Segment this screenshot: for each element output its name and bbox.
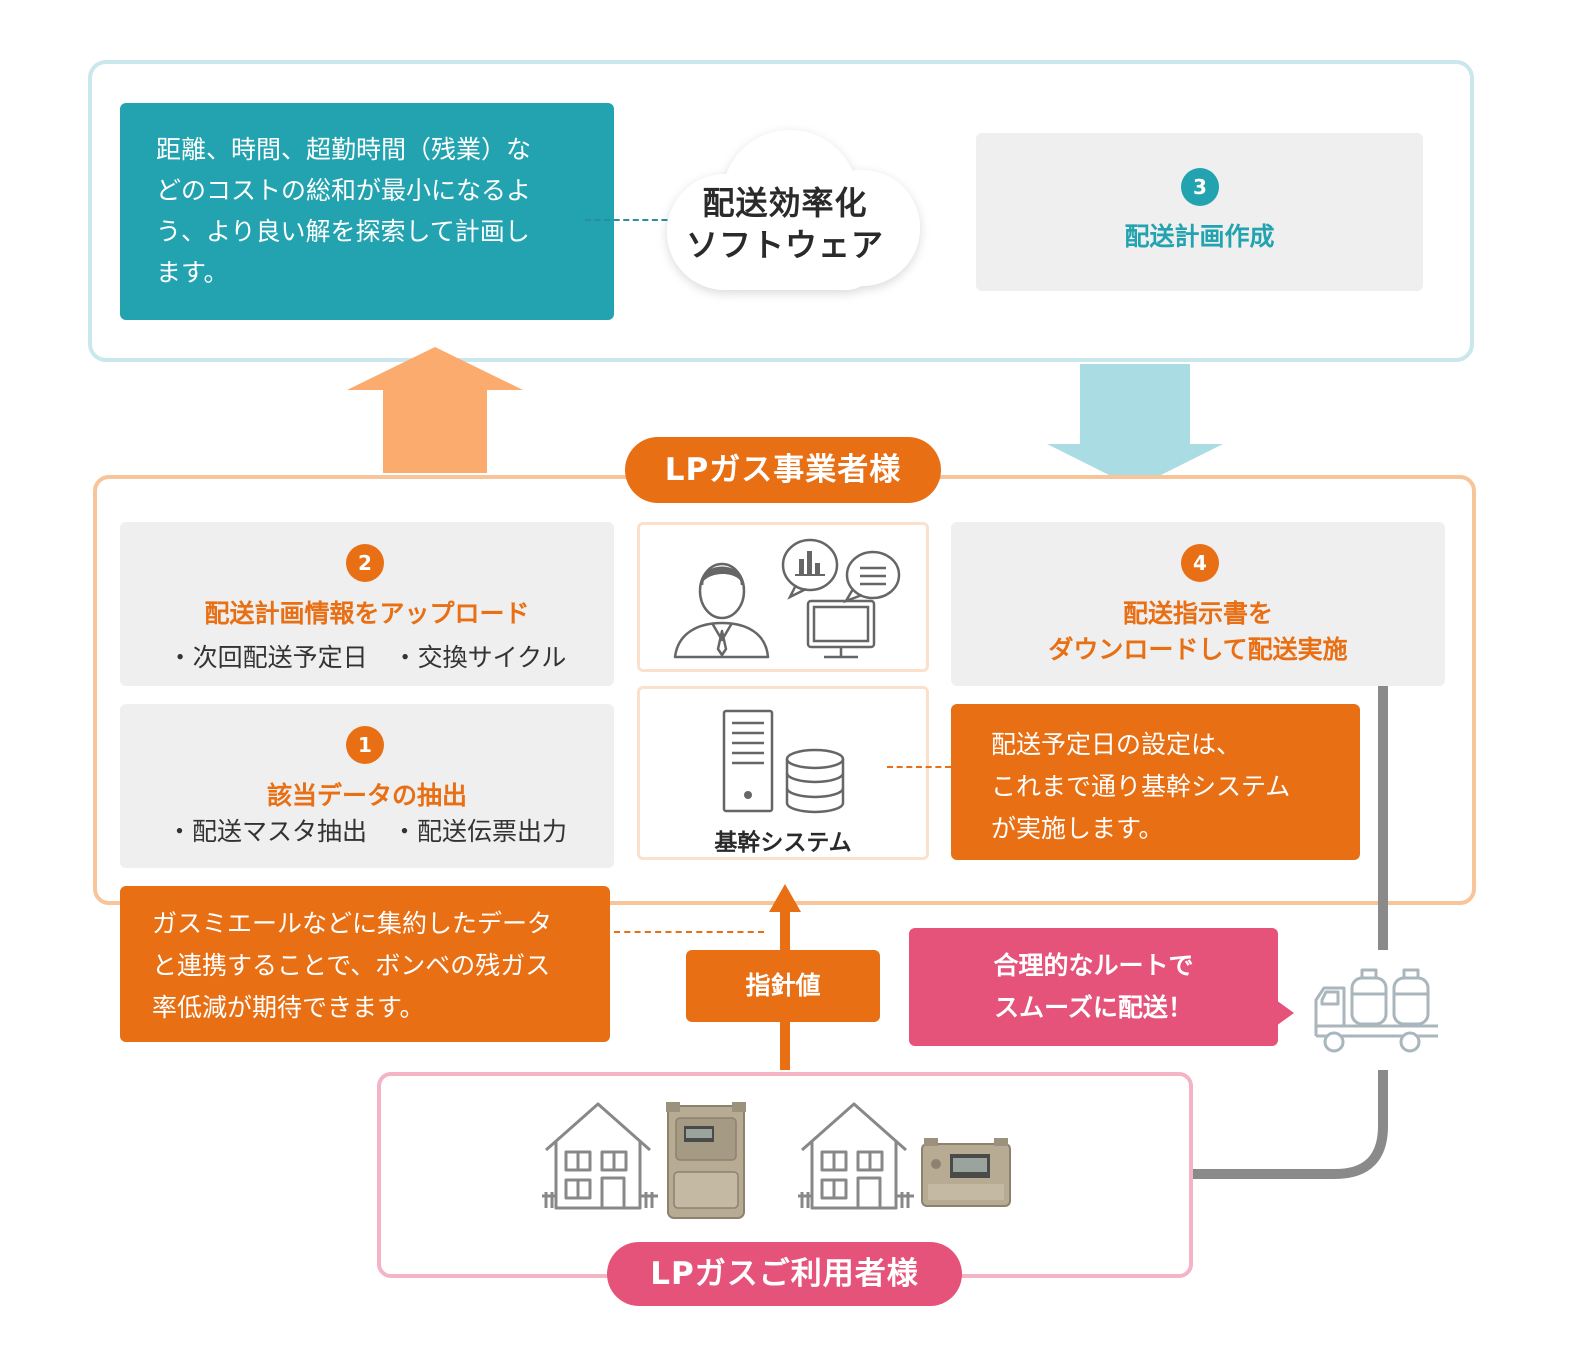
step-number: 3	[1181, 168, 1219, 206]
note-line: が実施します。	[991, 814, 1164, 843]
step-subtitle: ・次回配送予定日 ・交換サイクル	[167, 643, 567, 672]
step-title-line: 配送指示書を	[1122, 599, 1273, 628]
operator-panel	[637, 522, 929, 672]
delivery-callout: 合理的なルートで スムーズに配送！	[909, 928, 1278, 1046]
data-integration-note: ガスミエールなどに集約したデータ と連携することで、ボンベの残ガス 率低減が期待…	[120, 886, 610, 1042]
description-line: どのコストの総和が最小になるよ	[156, 176, 532, 205]
description-line: ます。	[156, 258, 229, 287]
description-line: 距離、時間、超勤時間（残業）な	[156, 135, 532, 164]
download-arrow	[1047, 364, 1223, 488]
step1-box: 1 該当データの抽出 ・配送マスタ抽出 ・配送伝票出力	[120, 704, 614, 868]
gas-meter-icon	[666, 1102, 746, 1219]
monitor-icon	[806, 599, 876, 659]
core-system-note: 配送予定日の設定は、 これまで通り基幹システム が実施します。	[951, 704, 1360, 860]
upload-arrow	[347, 347, 523, 473]
chart-bubble-icon	[781, 538, 839, 600]
house-icon	[542, 1102, 658, 1210]
connector-dashed-line	[614, 931, 764, 933]
step-title: 配送計画作成	[1124, 222, 1275, 251]
step-number: 4	[1181, 544, 1219, 582]
core-system-label: 基幹システム	[714, 830, 852, 856]
cloud-icon	[667, 130, 920, 290]
business-label: LPガス事業者様	[625, 437, 941, 503]
step-title: 配送計画情報をアップロード	[204, 599, 530, 628]
callout-tail	[1276, 1000, 1294, 1026]
server-icon	[722, 709, 774, 813]
step-title-line: ダウンロードして配送実施	[1048, 635, 1348, 664]
note-line: 配送予定日の設定は、	[991, 730, 1242, 759]
step-number: 2	[346, 544, 384, 582]
core-system-panel: 基幹システム	[637, 686, 929, 860]
database-icon	[785, 748, 845, 814]
note-line: 率低減が期待できます。	[152, 993, 425, 1022]
step3-box: 3 配送計画作成	[976, 133, 1423, 291]
operator-icon	[673, 562, 770, 659]
house-icon	[798, 1102, 914, 1210]
connector-dashed-line	[585, 219, 677, 221]
note-line: ガスミエールなどに集約したデータ	[152, 909, 553, 938]
meter-value-label: 指針値	[686, 950, 880, 1022]
software-cloud: 配送効率化 ソフトウェア	[640, 120, 930, 300]
callout-line: スムーズに配送！	[994, 993, 1193, 1022]
step2-box: 2 配送計画情報をアップロード ・次回配送予定日 ・交換サイクル	[120, 522, 614, 686]
description-line: う、より良い解を探索して計画し	[156, 217, 530, 246]
users-label: LPガスご利用者様	[607, 1242, 962, 1306]
note-line: これまで通り基幹システム	[991, 772, 1291, 801]
cloud-title-line: 配送効率化	[702, 184, 868, 222]
callout-line: 合理的なルートで	[993, 951, 1194, 980]
step-number: 1	[346, 726, 384, 764]
step4-box: 4 配送指示書を ダウンロードして配送実施	[951, 522, 1445, 686]
delivery-truck-icon	[1314, 968, 1438, 1053]
connector-dashed-line	[887, 766, 951, 768]
step-title: 該当データの抽出	[266, 781, 467, 810]
cloud-title-line: ソフトウェア	[685, 226, 884, 264]
optimization-description: 距離、時間、超勤時間（残業）な どのコストの総和が最小になるよ う、より良い解を…	[120, 103, 614, 320]
step-subtitle: ・配送マスタ抽出 ・配送伝票出力	[166, 817, 567, 846]
note-line: と連携することで、ボンベの残ガス	[152, 951, 551, 980]
smart-meter-icon	[921, 1138, 1011, 1207]
